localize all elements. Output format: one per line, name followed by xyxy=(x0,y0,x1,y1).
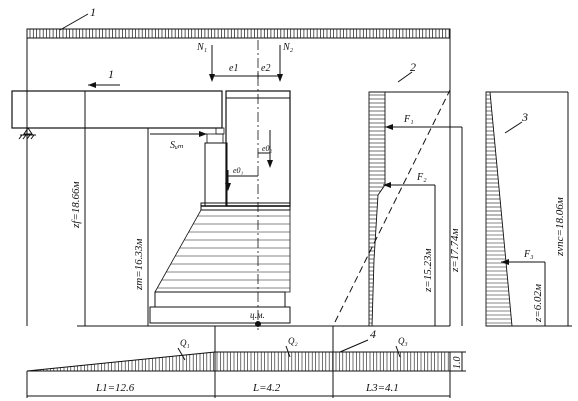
callout-1-top: 1 xyxy=(90,5,96,19)
foundation xyxy=(149,209,291,324)
s-force-label: Sᵤₘ xyxy=(170,140,184,151)
q3-label: Q₃ xyxy=(398,336,408,346)
e1-label: e1 xyxy=(229,63,238,74)
leader-2 xyxy=(397,71,413,83)
L-label: L=4.2 xyxy=(252,382,281,394)
top-load-strip xyxy=(26,28,451,39)
q1-label: Q₁ xyxy=(180,338,190,348)
n-left-label: N₁ xyxy=(196,42,207,53)
deck-beam xyxy=(11,90,223,129)
callout-4: 4 xyxy=(370,327,376,341)
z3-label: z=6.02м xyxy=(532,284,544,323)
e0-right-label: e0₂ xyxy=(262,144,273,153)
mass-center-label: ц.м. xyxy=(250,310,265,320)
zm-dimension xyxy=(143,127,153,326)
abutment xyxy=(200,90,291,211)
arrow-1-mid xyxy=(88,82,96,88)
callout-3: 3 xyxy=(521,110,528,124)
slip-plane-line xyxy=(334,89,451,323)
f2-arrow xyxy=(383,182,391,188)
callout-1-mid: 1 xyxy=(108,67,114,81)
f3-label: F₃ xyxy=(523,249,534,260)
n-right-label: N₂ xyxy=(282,42,294,53)
t-label: 1.0 xyxy=(452,357,463,370)
zf-dimension xyxy=(80,90,95,326)
e0-left-label: e0₁ xyxy=(233,166,244,175)
bottom-load-strip xyxy=(26,351,451,372)
q2-label: Q₂ xyxy=(288,336,298,346)
z1-label: z=17.74м xyxy=(449,229,461,273)
pressure-diagram-3 xyxy=(485,91,513,327)
s-force-arrow xyxy=(199,131,207,137)
zvnc-label: zvnc=18.06м xyxy=(554,197,566,257)
q1-leader xyxy=(177,347,186,361)
leader-4 xyxy=(339,339,369,353)
zm-label: zm=16.33м xyxy=(133,239,145,291)
support-symbol xyxy=(18,127,36,140)
q3-leader xyxy=(395,345,401,358)
z2-label: z=15.23м xyxy=(422,249,434,293)
n-loads xyxy=(209,45,283,82)
f3-arrow xyxy=(501,259,509,265)
e2-label: e2 xyxy=(261,63,270,74)
leader-3 xyxy=(504,121,523,134)
f1-arrow xyxy=(385,124,393,130)
e0-loads xyxy=(225,130,273,191)
f1-label: F₁ xyxy=(403,114,414,125)
L3-label: L3=4.1 xyxy=(365,382,399,394)
zf-label: zf=18.66м xyxy=(70,181,82,229)
leader-1-top xyxy=(59,13,89,31)
callout-2: 2 xyxy=(410,60,416,74)
L1-label: L1=12.6 xyxy=(95,382,135,394)
pressure-diagram-2 xyxy=(368,91,450,327)
f2-label: F₂ xyxy=(416,172,427,183)
q2-leader xyxy=(285,345,291,358)
